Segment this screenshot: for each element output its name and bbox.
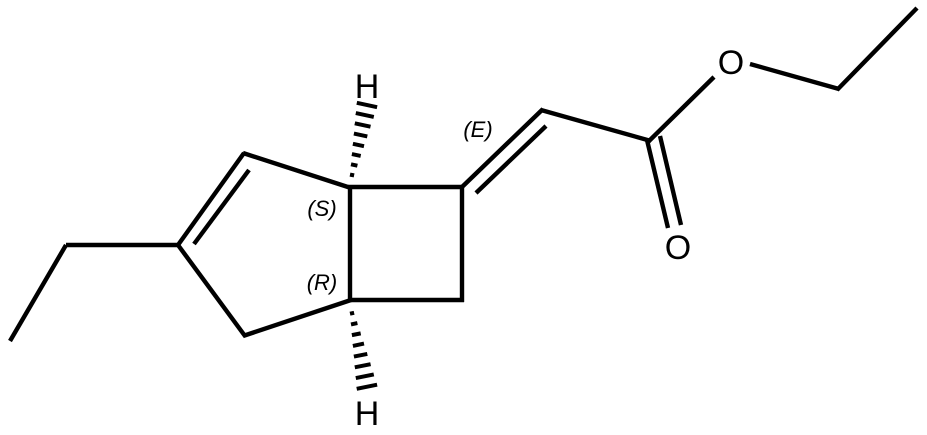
hash-stroke	[352, 341, 365, 348]
bond-c3-c2-double-outer	[176, 151, 246, 247]
hash-stroke	[355, 111, 375, 119]
atom-o-ester: O	[718, 44, 744, 82]
hash-stroke	[349, 310, 355, 316]
hash-stroke	[352, 141, 365, 149]
stereo-label-r: (R)	[307, 270, 338, 295]
hash-stroke	[354, 362, 371, 370]
bond-c3-c2-double-inner	[192, 168, 251, 246]
bond-c4-c5	[242, 297, 352, 339]
bond-ester-ch2-ch3	[835, 6, 919, 92]
hash-stroke	[355, 372, 375, 381]
bond-c6-alkene-double-outer	[460, 107, 545, 189]
bond-o-ester-ch2	[749, 61, 840, 92]
bond-carbonyl-double-inner	[657, 135, 684, 226]
hash-stroke	[350, 321, 358, 327]
atom-h-bottom: H	[355, 395, 380, 433]
bond-c2-c1	[242, 150, 352, 191]
stereo-label-s: (S)	[307, 196, 336, 221]
hashed-wedge-top	[349, 100, 378, 178]
hash-stroke	[353, 131, 368, 139]
hash-stroke	[350, 162, 358, 168]
hash-stroke	[351, 152, 362, 158]
hash-stroke	[349, 172, 355, 178]
bond-carbonyl-double-outer	[644, 139, 671, 229]
atom-h-top: H	[355, 68, 380, 106]
hash-stroke	[351, 331, 362, 338]
bond-alkene-carbonyl	[540, 107, 652, 144]
hash-stroke	[356, 100, 378, 110]
stereo-label-e: (E)	[463, 117, 492, 142]
bond-ethyl-ch3-ch2	[8, 243, 68, 343]
hash-stroke	[353, 351, 368, 359]
bond-carbonyl-o-ester	[647, 75, 716, 143]
hash-stroke	[354, 121, 371, 129]
atom-o-carbonyl: O	[665, 229, 691, 267]
bond-c6-alkene-double-inner	[474, 124, 548, 195]
hashed-wedge-bottom	[349, 310, 378, 391]
hash-stroke	[356, 382, 378, 391]
bond-c3-c4	[176, 243, 247, 338]
